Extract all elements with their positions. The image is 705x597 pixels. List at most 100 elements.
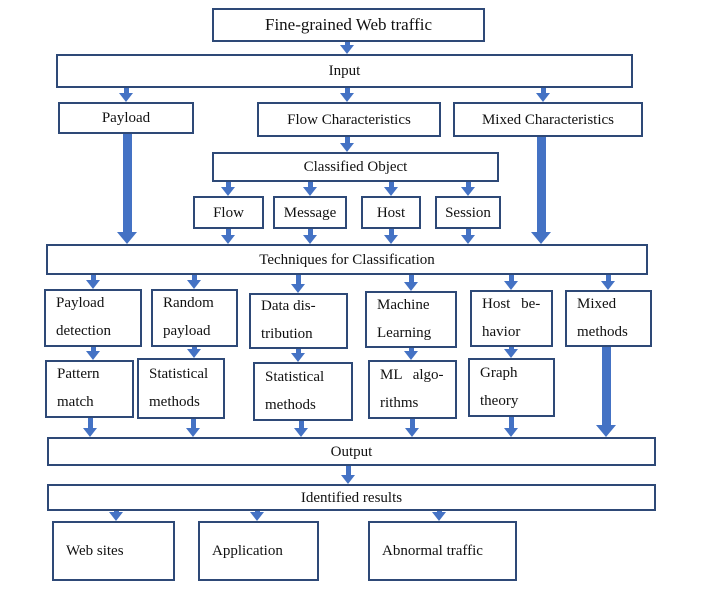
node-web-sites: Web sites bbox=[52, 521, 175, 581]
node-payload: Payload bbox=[58, 102, 194, 134]
node-label-line: theory bbox=[480, 392, 519, 409]
arrow-techniques-to-mixed-methods-icon bbox=[601, 275, 615, 290]
arrow-identified-to-abnormal-traffic-icon bbox=[432, 511, 446, 521]
node-label-line: Graph bbox=[480, 364, 518, 381]
node-label-line: methods bbox=[577, 323, 628, 340]
node-flow: Flow bbox=[193, 196, 264, 229]
node-label-line: Mixed bbox=[577, 295, 617, 312]
arrow-flow-to-techniques-icon bbox=[221, 229, 235, 244]
arrow-classified-to-host-icon bbox=[384, 182, 398, 196]
node-label: Output bbox=[330, 443, 373, 460]
arrow-host-behavior-to-graph-theory-icon bbox=[504, 347, 518, 358]
node-label: Payload bbox=[101, 110, 151, 126]
arrow-graph-theory-to-output-icon bbox=[504, 417, 518, 437]
node-graph-theory: Graph theory bbox=[468, 358, 555, 417]
arrow-techniques-to-machine-learning-icon bbox=[404, 275, 418, 291]
node-pattern-match: Pattern match bbox=[45, 360, 134, 418]
arrow-data-distribution-to-statistical-methods-icon bbox=[291, 349, 305, 362]
arrow-payload-detection-to-pattern-match-icon bbox=[86, 347, 100, 360]
node-random-payload: Random payload bbox=[151, 289, 238, 347]
node-input: Input bbox=[56, 54, 633, 88]
node-ml-algorithms: ML algo- rithms bbox=[368, 360, 457, 419]
arrow-machine-learning-to-ml-algorithms-icon bbox=[404, 348, 418, 360]
node-label-line: Statistical bbox=[265, 368, 325, 385]
node-fine-grained-web-traffic: Fine-grained Web traffic bbox=[212, 8, 485, 42]
node-label: Web sites bbox=[66, 543, 124, 559]
arrow-host-to-techniques-icon bbox=[384, 229, 398, 244]
node-label: Mixed Characteristics bbox=[481, 111, 615, 128]
node-label: Input bbox=[328, 63, 361, 79]
arrow-session-to-techniques-icon bbox=[461, 229, 475, 244]
node-host-behavior: Host be- havior bbox=[470, 290, 553, 347]
arrow-input-to-mixed-characteristics-icon bbox=[536, 88, 550, 102]
node-message: Message bbox=[273, 196, 347, 229]
arrow-techniques-to-payload-detection-icon bbox=[86, 275, 100, 289]
arrow-title-to-input-icon bbox=[340, 42, 354, 54]
node-label-line: methods bbox=[149, 393, 200, 410]
arrow-output-to-identified-results-icon bbox=[341, 466, 355, 484]
node-label: Identified results bbox=[300, 489, 403, 506]
node-label-line: match bbox=[57, 394, 94, 410]
node-data-distribution: Data dis- tribution bbox=[249, 293, 348, 349]
node-label: Techniques for Classification bbox=[259, 251, 435, 268]
node-label-line: methods bbox=[265, 396, 316, 413]
arrow-identified-to-web-sites-icon bbox=[109, 511, 123, 521]
node-label-line: payload bbox=[163, 323, 211, 339]
node-output: Output bbox=[47, 437, 656, 466]
arrow-flow-characteristics-to-classified-object-icon bbox=[340, 137, 354, 152]
node-label-line: Statistical bbox=[149, 365, 209, 382]
arrow-ml-algorithms-to-output-icon bbox=[405, 419, 419, 437]
node-host: Host bbox=[361, 196, 421, 229]
node-label-line: Host be- bbox=[482, 295, 541, 312]
node-label-line: Random bbox=[163, 295, 214, 312]
node-label-line: Pattern bbox=[57, 366, 100, 383]
node-label: Message bbox=[283, 204, 337, 221]
arrow-input-to-flow-characteristics-icon bbox=[340, 88, 354, 102]
node-label: Classified Object bbox=[303, 159, 408, 175]
node-identified-results: Identified results bbox=[47, 484, 656, 511]
node-label-line: Data dis- bbox=[261, 298, 316, 315]
node-application: Application bbox=[198, 521, 319, 581]
arrow-identified-to-application-icon bbox=[250, 511, 264, 521]
node-flow-characteristics: Flow Characteristics bbox=[257, 102, 441, 137]
node-label-line: Machine bbox=[377, 296, 430, 313]
node-payload-detection: Payload detection bbox=[44, 289, 142, 347]
node-label-line: havior bbox=[482, 323, 521, 340]
arrow-statistical-methods1-to-output-icon bbox=[186, 419, 200, 437]
arrow-classified-to-session-icon bbox=[461, 182, 475, 196]
node-statistical-methods-2: Statistical methods bbox=[253, 362, 353, 421]
node-label: Flow bbox=[213, 204, 244, 221]
node-mixed-methods: Mixed methods bbox=[565, 290, 652, 347]
node-label-line: tribution bbox=[261, 326, 313, 342]
node-abnormal-traffic: Abnormal traffic bbox=[368, 521, 517, 581]
arrow-techniques-to-random-payload-icon bbox=[187, 275, 201, 289]
arrow-random-payload-to-statistical-methods-icon bbox=[187, 347, 201, 358]
node-label: Fine-grained Web traffic bbox=[265, 14, 432, 34]
arrow-payload-to-techniques-icon bbox=[117, 134, 137, 244]
node-label: Abnormal traffic bbox=[382, 543, 483, 559]
node-label-line: rithms bbox=[380, 394, 419, 411]
arrow-techniques-to-host-behavior-icon bbox=[504, 275, 518, 290]
arrow-mixed-methods-to-output-icon bbox=[596, 347, 616, 437]
arrow-statistical-methods2-to-output-icon bbox=[294, 421, 308, 437]
arrow-classified-to-flow-icon bbox=[221, 182, 235, 196]
node-label-line: ML algo- bbox=[380, 366, 444, 383]
node-statistical-methods-1: Statistical methods bbox=[137, 358, 225, 419]
arrow-classified-to-message-icon bbox=[303, 182, 317, 196]
node-label: Flow Characteristics bbox=[287, 111, 411, 128]
arrow-mixed-characteristics-to-techniques-icon bbox=[531, 137, 551, 244]
node-session: Session bbox=[435, 196, 501, 229]
node-label-line: Learning bbox=[377, 324, 432, 341]
node-classified-object: Classified Object bbox=[212, 152, 499, 182]
node-label: Host bbox=[376, 204, 406, 221]
node-label: Session bbox=[445, 204, 491, 221]
node-techniques-for-classification: Techniques for Classification bbox=[46, 244, 648, 275]
arrow-techniques-to-data-distribution-icon bbox=[291, 275, 305, 293]
node-label: Application bbox=[212, 543, 283, 559]
arrow-message-to-techniques-icon bbox=[303, 229, 317, 244]
node-machine-learning: Machine Learning bbox=[365, 291, 457, 348]
arrow-pattern-match-to-output-icon bbox=[83, 418, 97, 437]
node-mixed-characteristics: Mixed Characteristics bbox=[453, 102, 643, 137]
node-label-line: detection bbox=[56, 323, 111, 339]
